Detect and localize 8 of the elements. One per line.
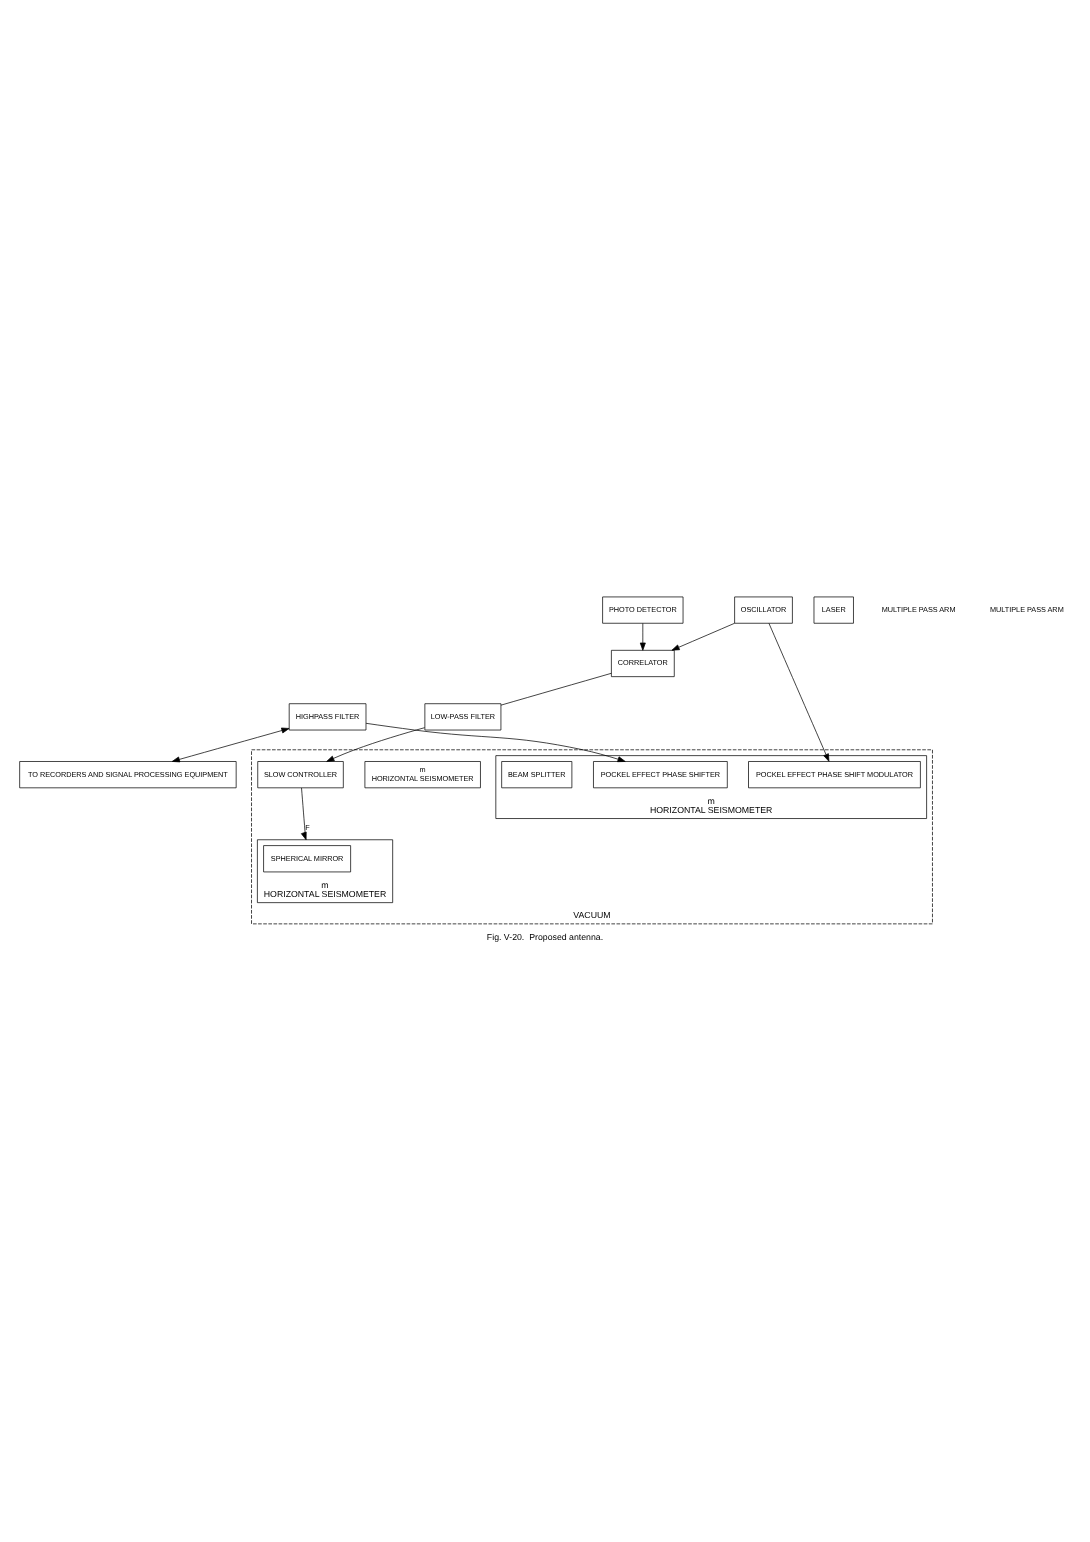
arrow <box>365 722 626 763</box>
connector <box>500 672 612 706</box>
arrow <box>671 622 735 651</box>
arrow <box>171 727 290 763</box>
arrow <box>326 727 426 762</box>
arrow <box>301 787 307 841</box>
arrow <box>639 623 646 651</box>
arrow <box>768 623 830 762</box>
